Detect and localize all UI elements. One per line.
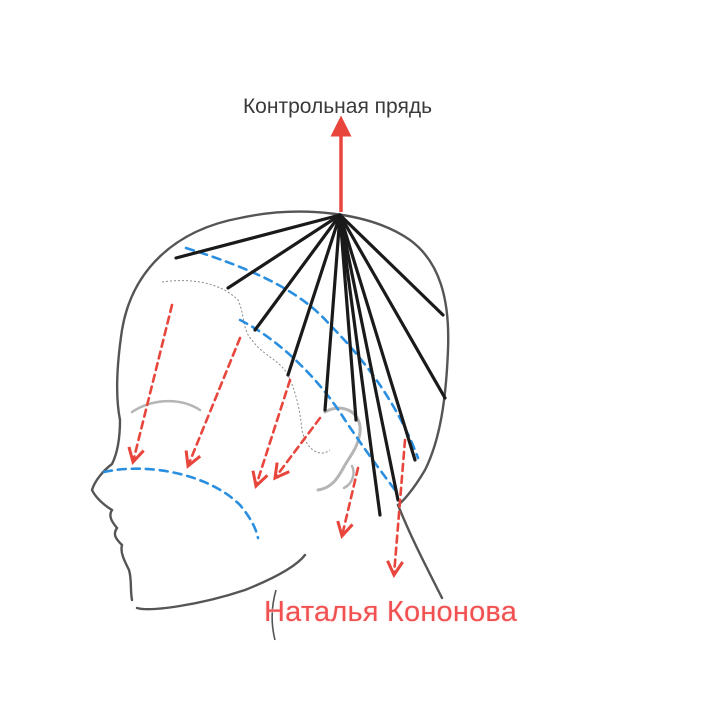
direction-arrow [133, 303, 174, 462]
head-outline [90, 210, 450, 611]
guide-line-face [102, 467, 260, 540]
strand-line [338, 213, 400, 502]
neck-line [271, 589, 277, 641]
strand-line [323, 213, 342, 412]
direction-arrow [188, 336, 242, 466]
section-partition-line [161, 280, 331, 454]
direction-arrow [342, 466, 360, 536]
strand-line [338, 213, 358, 422]
strand-line [338, 213, 417, 462]
direction-arrows [133, 303, 407, 575]
ear-lobe [342, 464, 355, 490]
strand-line [286, 213, 342, 377]
strand-line [253, 213, 342, 332]
direction-arrow [394, 438, 407, 575]
direction-arrow [275, 416, 322, 478]
strand-line [338, 213, 445, 317]
brow-arc [130, 399, 202, 414]
control-strand-label: Контрольная прядь [242, 95, 433, 118]
strand-line [226, 213, 342, 290]
guide-line-upper [184, 246, 420, 460]
guide-line-middle [238, 318, 397, 492]
direction-arrow [256, 378, 292, 486]
author-signature: Наталья Кононова [264, 596, 518, 628]
strand-line [338, 213, 382, 517]
strand-fan [174, 213, 447, 517]
strand-line [338, 213, 447, 400]
strand-line [174, 213, 342, 260]
ear-shape [316, 406, 362, 492]
